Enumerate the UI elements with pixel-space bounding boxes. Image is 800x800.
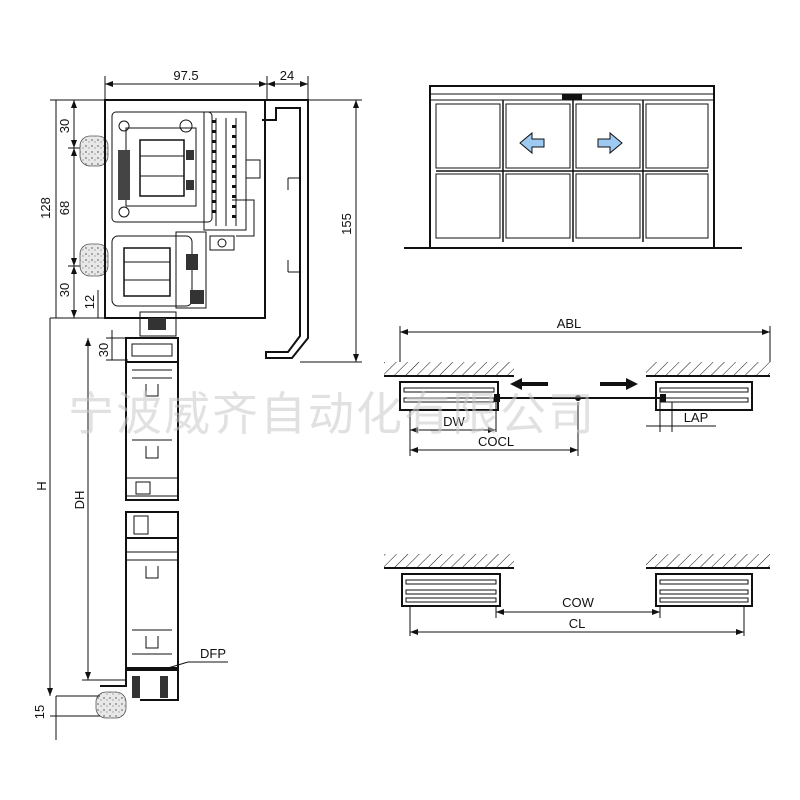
label-CL: CL <box>569 616 586 631</box>
dim-DH: DH <box>72 491 87 510</box>
label-LAP: LAP <box>684 410 709 425</box>
arrow-right-icon <box>597 131 623 155</box>
section-view: 97.5 24 128 30 68 30 12 155 <box>32 68 362 740</box>
label-DW: DW <box>443 414 465 429</box>
dim-H: H <box>34 481 49 490</box>
motor-mechanism <box>111 111 261 337</box>
watermark-text: 宁波威齐自动化有限公司 <box>68 387 596 441</box>
label-COW: COW <box>562 595 595 610</box>
label-ABL: ABL <box>557 316 582 331</box>
dim-155: 155 <box>339 213 354 235</box>
dim-12: 12 <box>82 295 97 309</box>
dim-68: 68 <box>57 201 72 215</box>
plan-open: COW CL <box>384 554 770 636</box>
label-DFP: DFP <box>200 646 226 661</box>
front-elevation <box>404 85 742 249</box>
arrow-open-left-icon <box>510 378 548 390</box>
dim-128: 128 <box>38 197 53 219</box>
dim-30-bottom: 30 <box>57 283 72 297</box>
label-COCL: COCL <box>478 434 514 449</box>
plan-closed: ABL DW COCL LAP <box>384 316 771 456</box>
door-profile <box>100 337 189 701</box>
dim-15: 15 <box>32 705 47 719</box>
dim-24: 24 <box>280 68 294 83</box>
dim-97-5: 97.5 <box>173 68 198 83</box>
dim-30-top: 30 <box>57 119 72 133</box>
arrow-left-icon <box>519 131 545 155</box>
arrow-open-right-icon <box>600 378 638 390</box>
dim-30-under: 30 <box>96 343 111 357</box>
